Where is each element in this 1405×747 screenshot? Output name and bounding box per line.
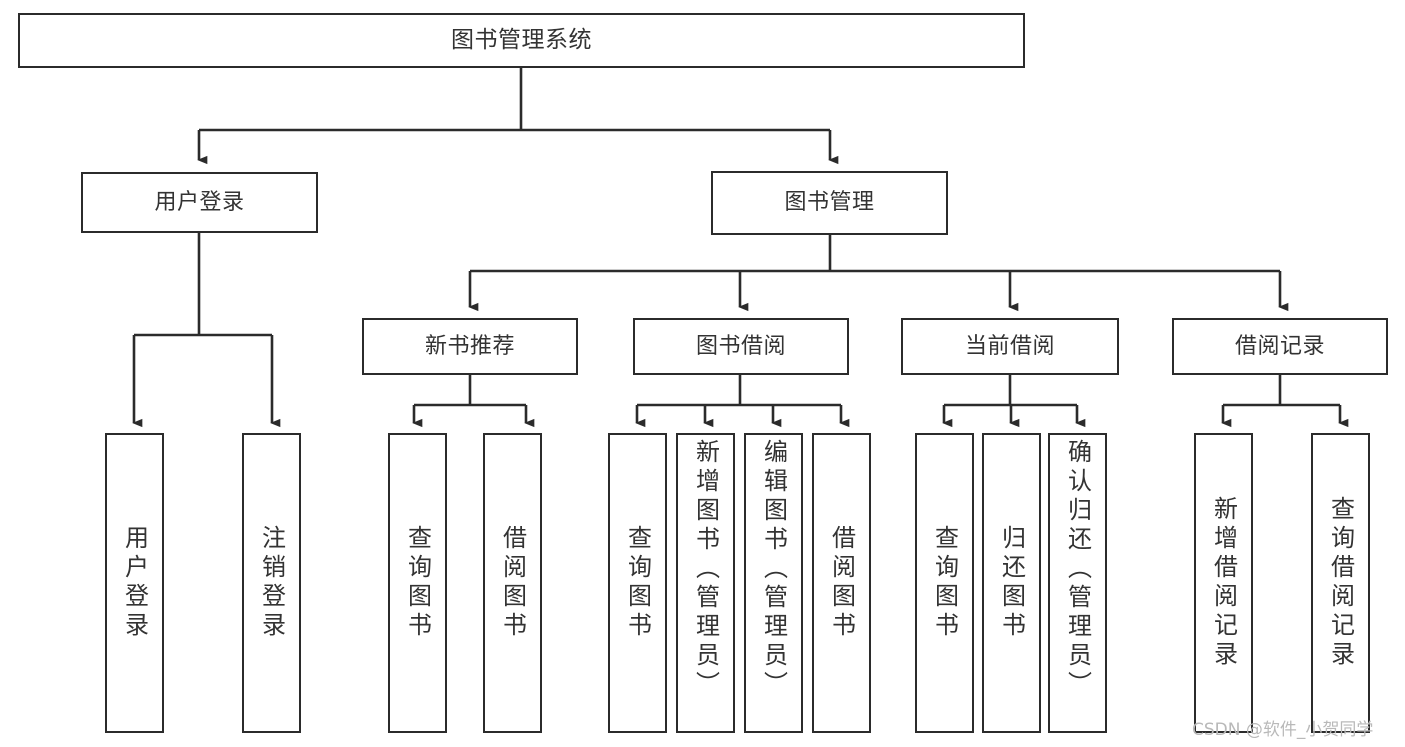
- leaf-return-book-label: 归还图书: [997, 525, 1026, 641]
- leaf-user-login[interactable]: 用户登录: [105, 433, 164, 733]
- leaf-query-book-3-label: 查询图书: [930, 525, 959, 641]
- leaf-user-login-label: 用户登录: [120, 525, 149, 641]
- leaf-add-book-label: 新增图书（管理员）: [691, 439, 720, 700]
- csdn-watermark: CSDN @软件_小贺同学: [1192, 720, 1374, 740]
- node-user-login-label: 用户登录: [154, 189, 245, 215]
- leaf-confirm-return[interactable]: 确认归还（管理员）: [1048, 433, 1107, 733]
- node-borrow-record[interactable]: 借阅记录: [1172, 318, 1388, 375]
- leaf-add-book[interactable]: 新增图书（管理员）: [676, 433, 735, 733]
- leaf-query-book-2-label: 查询图书: [623, 525, 652, 641]
- node-borrow-record-label: 借阅记录: [1234, 333, 1325, 359]
- leaf-logout-login-label: 注销登录: [257, 525, 286, 641]
- node-book-manage[interactable]: 图书管理: [711, 171, 948, 235]
- leaf-query-record-label: 查询借阅记录: [1326, 496, 1355, 670]
- leaf-query-book-1[interactable]: 查询图书: [388, 433, 447, 733]
- node-book-borrow[interactable]: 图书借阅: [633, 318, 849, 375]
- leaf-borrow-book-1-label: 借阅图书: [498, 525, 527, 641]
- node-book-borrow-label: 图书借阅: [695, 333, 786, 359]
- leaf-add-record-label: 新增借阅记录: [1209, 496, 1238, 670]
- leaf-return-book[interactable]: 归还图书: [982, 433, 1041, 733]
- leaf-confirm-return-label: 确认归还（管理员）: [1063, 439, 1092, 700]
- node-current-borrow[interactable]: 当前借阅: [901, 318, 1119, 375]
- leaf-edit-book[interactable]: 编辑图书（管理员）: [744, 433, 803, 733]
- node-root[interactable]: 图书管理系统: [18, 13, 1025, 68]
- leaf-query-book-3[interactable]: 查询图书: [915, 433, 974, 733]
- node-new-book-recommend[interactable]: 新书推荐: [362, 318, 578, 375]
- leaf-query-book-1-label: 查询图书: [403, 525, 432, 641]
- leaf-add-record[interactable]: 新增借阅记录: [1194, 433, 1253, 733]
- node-book-manage-label: 图书管理: [784, 190, 875, 216]
- leaf-edit-book-label: 编辑图书（管理员）: [759, 439, 788, 700]
- leaf-logout-login[interactable]: 注销登录: [242, 433, 301, 733]
- node-root-label: 图书管理系统: [451, 27, 592, 54]
- node-new-book-recommend-label: 新书推荐: [424, 333, 515, 359]
- leaf-borrow-book-2-label: 借阅图书: [827, 525, 856, 641]
- leaf-borrow-book-1[interactable]: 借阅图书: [483, 433, 542, 733]
- leaf-query-book-2[interactable]: 查询图书: [608, 433, 667, 733]
- leaf-borrow-book-2[interactable]: 借阅图书: [812, 433, 871, 733]
- node-user-login[interactable]: 用户登录: [81, 172, 318, 233]
- leaf-query-record[interactable]: 查询借阅记录: [1311, 433, 1370, 733]
- node-current-borrow-label: 当前借阅: [964, 333, 1055, 359]
